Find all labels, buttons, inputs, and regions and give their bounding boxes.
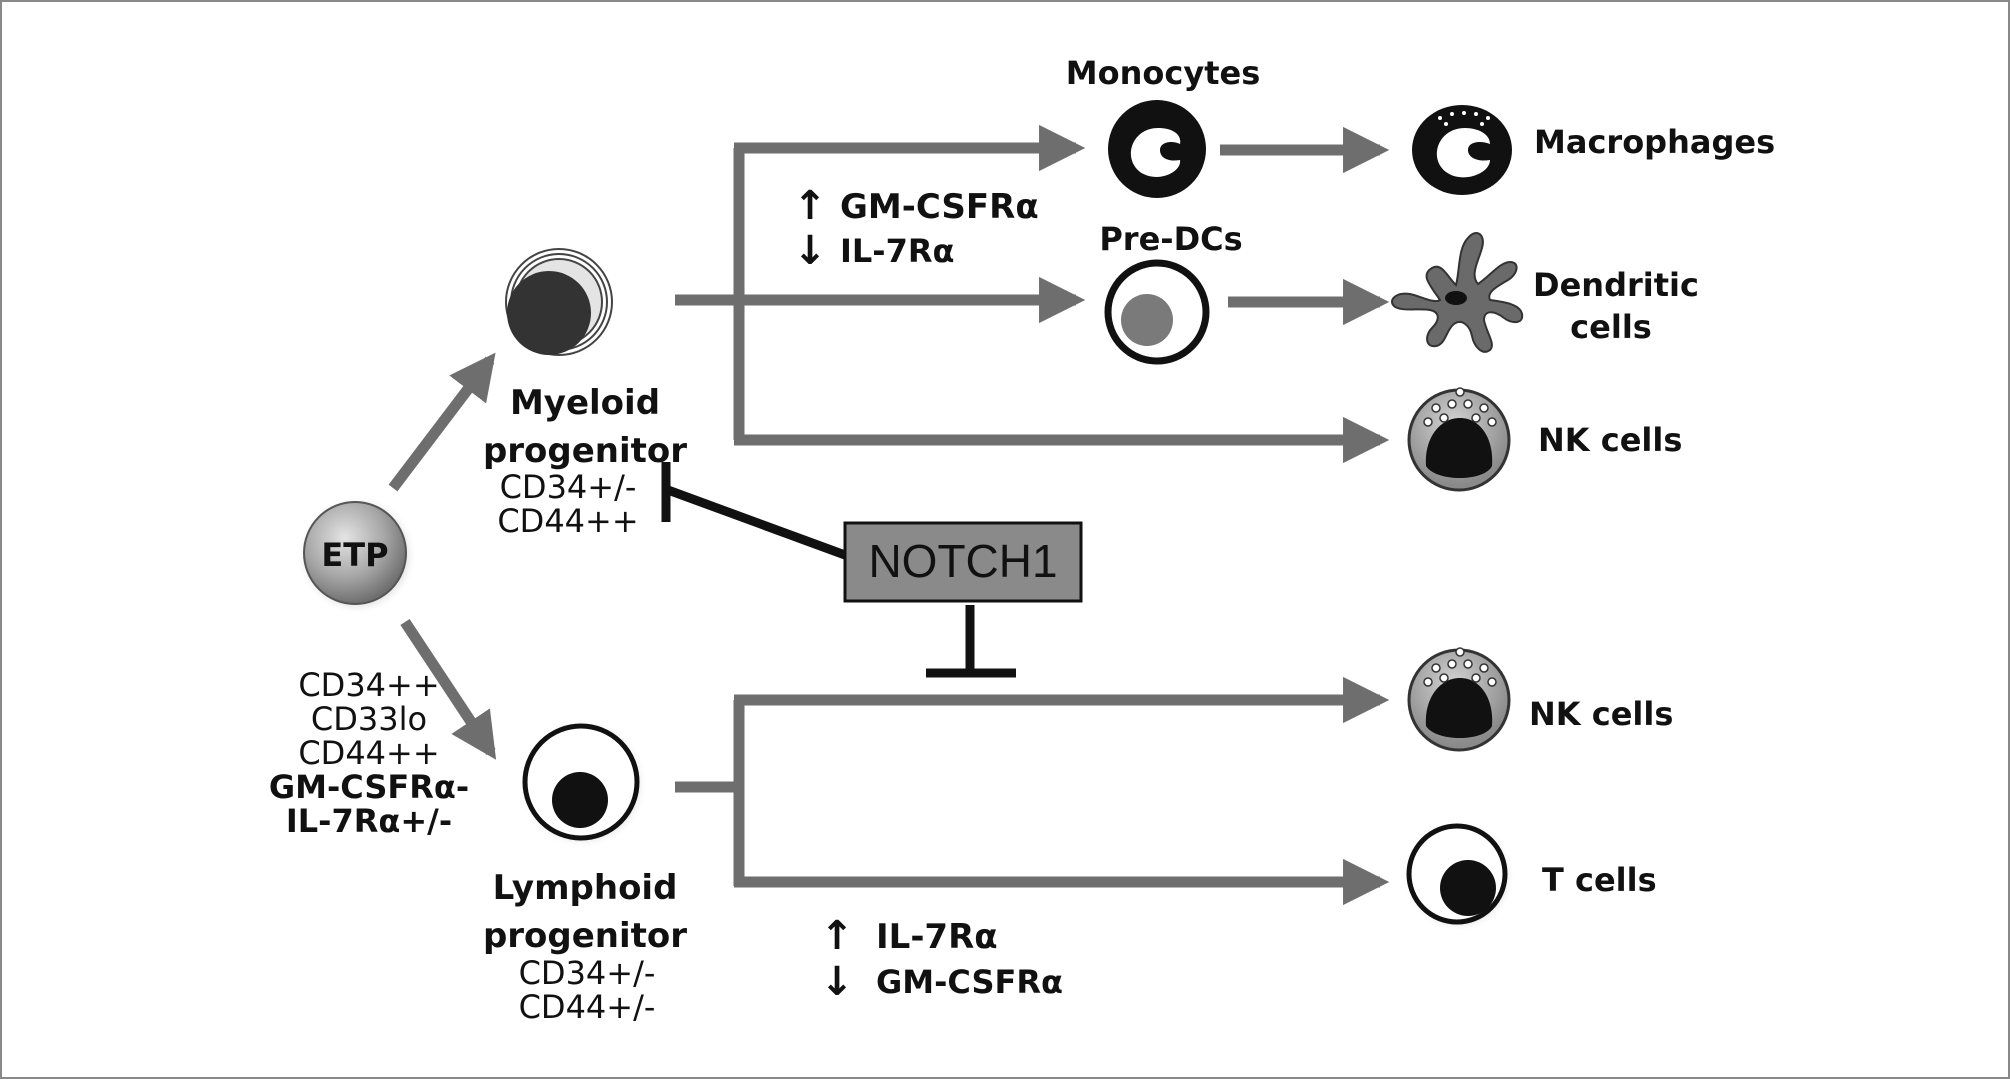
t-cell-icon (1403, 820, 1515, 932)
lymphoid-branches (675, 676, 1390, 906)
monocytes-label: Monocytes (1066, 54, 1260, 92)
lymphoid-marker: CD34+/- (519, 954, 656, 992)
macrophage-cell (1412, 105, 1512, 195)
lymphoid-down-marker: GM-CSFRα (876, 963, 1063, 1001)
up-arrow-icon: ↑ (820, 913, 854, 959)
notch1-label: NOTCH1 (868, 535, 1057, 587)
nk-cells-myeloid-label: NK cells (1538, 421, 1682, 459)
down-arrow-icon: ↓ (820, 959, 854, 1005)
lymphoid-marker: CD44+/- (519, 988, 656, 1026)
etp-cell (303, 501, 407, 605)
nk-cell-myeloid-icon (1407, 387, 1511, 492)
up-arrow-icon: ↑ (793, 183, 827, 229)
notch1-box (843, 521, 1083, 603)
pre-dcs-label: Pre-DCs (1099, 220, 1242, 258)
myeloid-regulation: ↑ GM-CSFRα ↓ IL-7Rα (793, 183, 1038, 274)
notch1-inhibition (661, 462, 1016, 678)
myeloid-label-line1: Myeloid (510, 383, 660, 423)
etp-label: ETP (321, 536, 388, 574)
dendritic-label-line2: cells (1570, 308, 1652, 346)
pre-dc-cell (1104, 259, 1210, 365)
etp-marker: GM-CSFRα- (269, 768, 469, 806)
monocyte-cell (1108, 100, 1206, 198)
dendritic-label-line1: Dendritic (1533, 266, 1699, 304)
arrow-etp-to-lymphoid (400, 618, 497, 760)
lymphoid-label-line1: Lymphoid (493, 868, 678, 908)
myeloid-down-marker: IL-7Rα (840, 232, 954, 270)
lymphoid-label-line2: progenitor (483, 916, 687, 956)
myeloid-branches (675, 124, 1390, 464)
nk-cells-lymphoid-label: NK cells (1529, 695, 1673, 733)
myeloid-progenitor-cell (505, 248, 613, 356)
myeloid-marker: CD34+/- (500, 468, 637, 506)
nk-cell-lymphoid-icon (1407, 647, 1511, 752)
arrow-etp-to-myeloid (388, 352, 496, 492)
lymphoid-progenitor-cell (518, 719, 648, 849)
t-cells-label: T cells (1542, 861, 1657, 899)
etp-marker: CD34++ (298, 666, 439, 704)
lymphoid-regulation: ↑ IL-7Rα ↓ GM-CSFRα (820, 913, 1063, 1005)
etp-markers: CD34++ CD33lo CD44++ GM-CSFRα- IL-7Rα+/- (269, 666, 469, 840)
dendritic-cell-icon (1391, 232, 1524, 353)
lymphoid-up-marker: IL-7Rα (876, 917, 998, 957)
down-arrow-icon: ↓ (793, 228, 827, 274)
etp-marker: CD33lo (311, 700, 427, 738)
etp-marker: CD44++ (298, 734, 439, 772)
myeloid-up-marker: GM-CSFRα (840, 187, 1039, 227)
macrophages-label: Macrophages (1534, 123, 1775, 161)
etp-marker: IL-7Rα+/- (286, 802, 452, 840)
myeloid-label-line2: progenitor (483, 431, 687, 471)
myeloid-marker: CD44++ (497, 502, 638, 540)
